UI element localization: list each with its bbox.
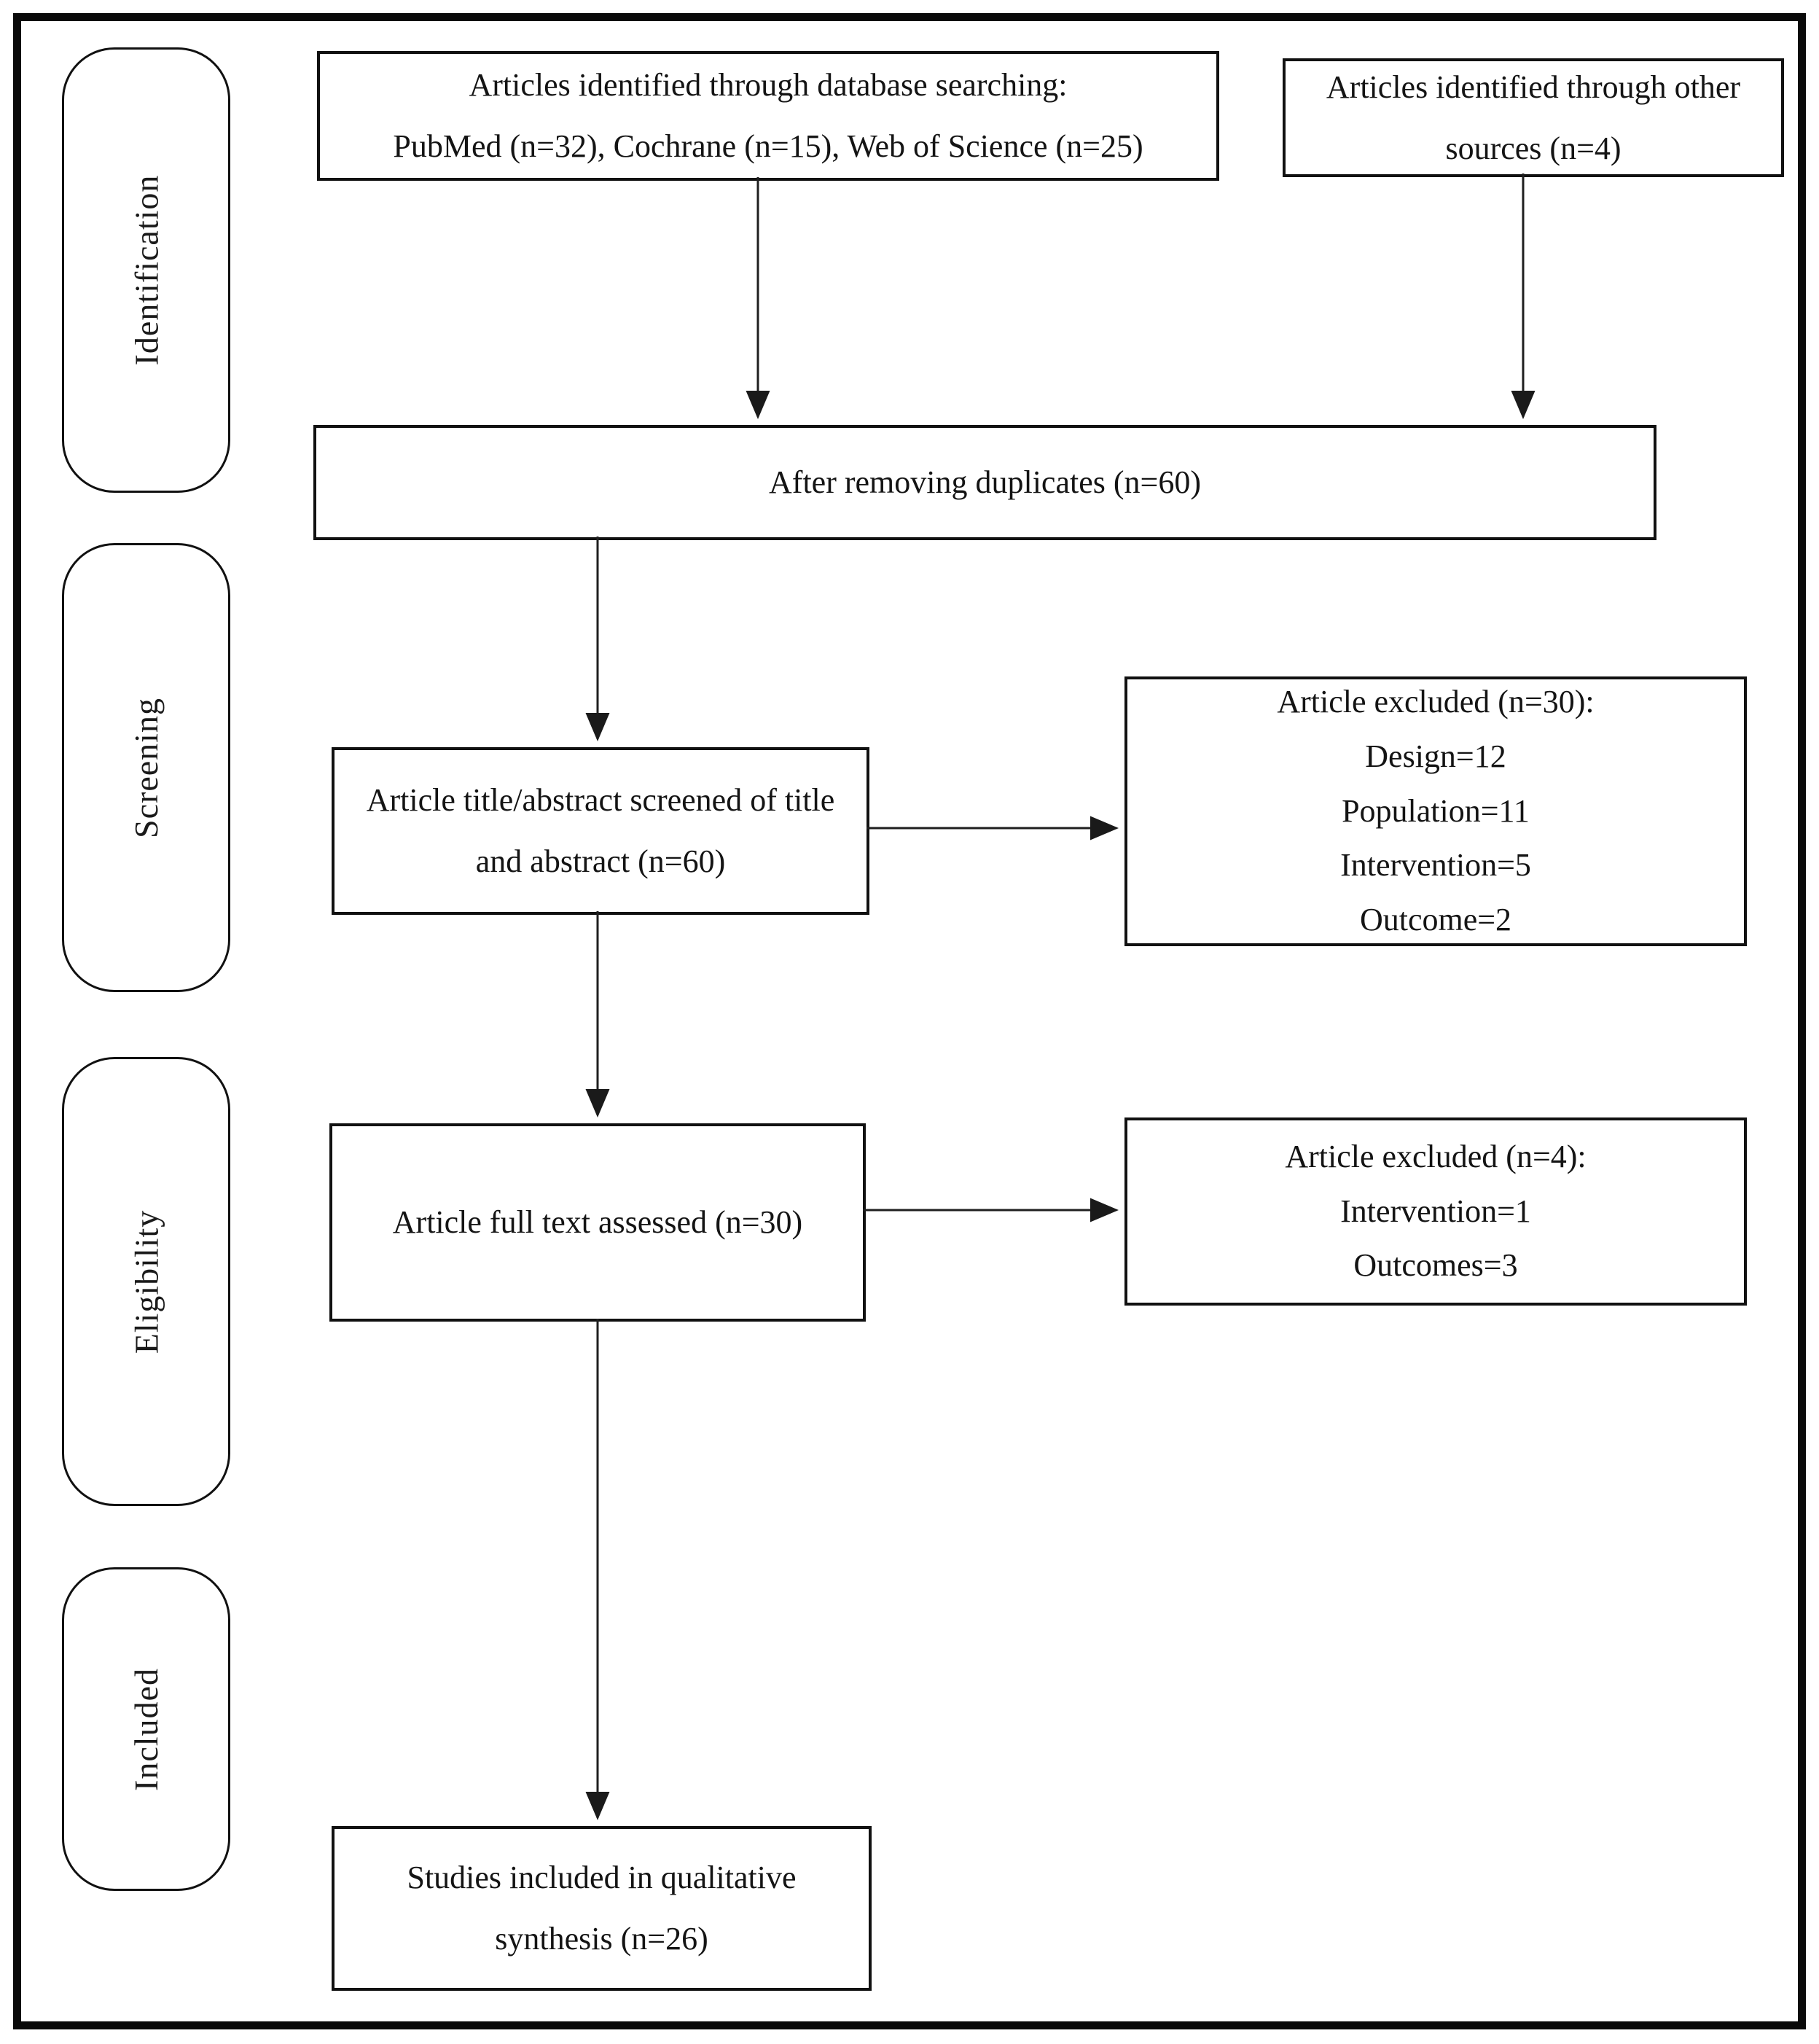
flow-box-full-text-assessed: Article full text assessed (n=30) — [329, 1123, 866, 1322]
stage-label-eligibility: Eligibility — [128, 1209, 165, 1354]
flow-box-other-sources: Articles identified through other source… — [1283, 58, 1784, 177]
stage-label-screening: Screening — [128, 697, 165, 838]
database-search-line-1: Articles identified through database sea… — [469, 67, 1068, 104]
flow-box-database-search: Articles identified through database sea… — [317, 51, 1219, 181]
title-abstract-screened-text: Article title/abstract screened of title… — [366, 782, 835, 879]
stage-box-screening: Screening — [62, 543, 230, 992]
other-sources-text: Articles identified through other source… — [1326, 69, 1741, 166]
flow-box-duplicates-removed: After removing duplicates (n=60) — [313, 425, 1656, 540]
stage-box-eligibility: Eligibility — [62, 1057, 230, 1506]
stage-box-identification: Identification — [62, 47, 230, 493]
flow-box-qualitative-synthesis: Studies included in qualitative synthesi… — [332, 1826, 872, 1991]
excluded-screening-line-1: Article excluded (n=30): — [1277, 684, 1595, 720]
full-text-assessed-text: Article full text assessed (n=30) — [392, 1204, 803, 1241]
excluded-screening-line-3: Population=11 — [1342, 792, 1530, 829]
duplicates-removed-text: After removing duplicates (n=60) — [769, 464, 1201, 501]
excluded-eligibility-line-1: Article excluded (n=4): — [1285, 1138, 1587, 1174]
flow-box-excluded-eligibility: Article excluded (n=4): Intervention=1 O… — [1124, 1117, 1747, 1306]
database-search-line-2: PubMed (n=32), Cochrane (n=15), Web of S… — [393, 128, 1143, 164]
excluded-screening-line-2: Design=12 — [1365, 738, 1506, 774]
excluded-screening-line-4: Intervention=5 — [1340, 847, 1531, 883]
excluded-eligibility-line-2: Intervention=1 — [1340, 1193, 1531, 1229]
flow-box-title-abstract-screened: Article title/abstract screened of title… — [332, 747, 869, 915]
qualitative-synthesis-text: Studies included in qualitative synthesi… — [407, 1860, 797, 1957]
stage-label-included: Included — [128, 1667, 165, 1791]
excluded-eligibility-line-3: Outcomes=3 — [1353, 1247, 1518, 1284]
diagram-outer-border — [13, 13, 1806, 2029]
flow-box-excluded-screening: Article excluded (n=30): Design=12 Popul… — [1124, 676, 1747, 946]
excluded-screening-line-5: Outcome=2 — [1359, 902, 1512, 938]
stage-box-included: Included — [62, 1567, 230, 1891]
stage-label-identification: Identification — [128, 174, 165, 366]
